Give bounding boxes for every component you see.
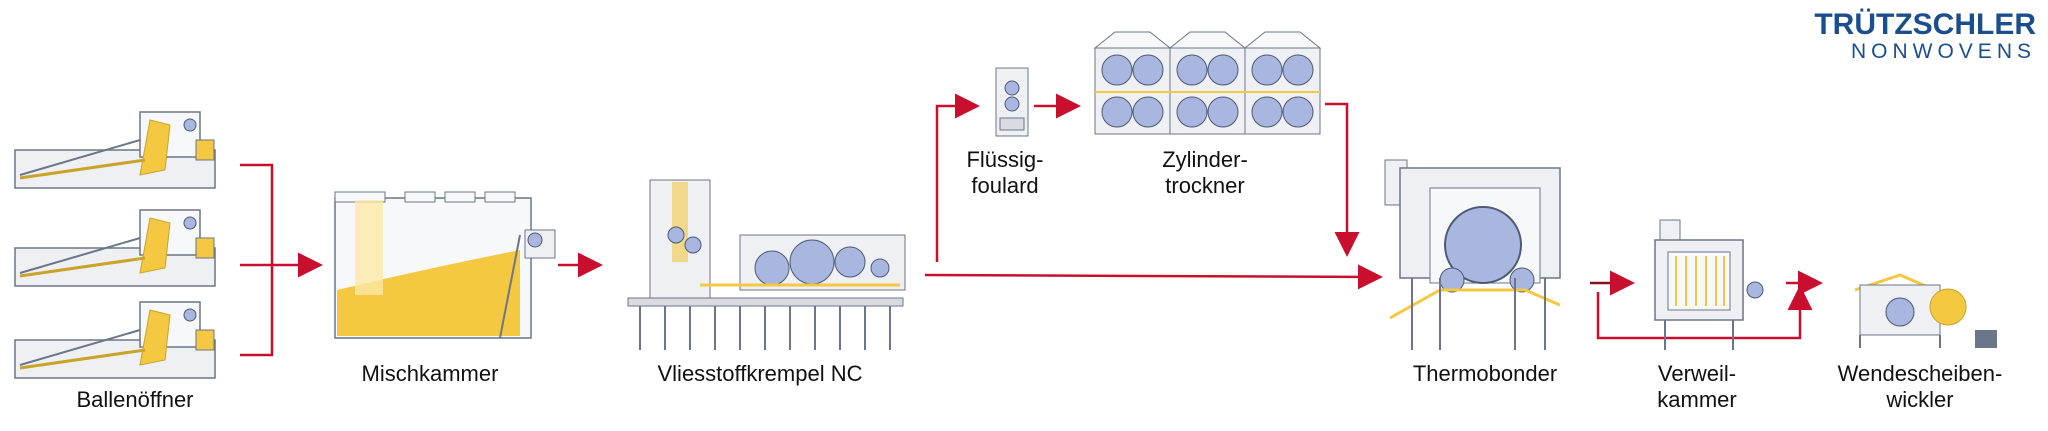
label-mischkammer: Mischkammer xyxy=(361,361,499,386)
flow-arrow-dryer-to-thermobonder xyxy=(1325,102,1360,257)
label-verweilkammer-line2: kammer xyxy=(1657,387,1737,412)
label-zylindertrockner-line2: trockner xyxy=(1165,173,1245,198)
logo-brand: TRÜTZSCHLER xyxy=(1814,8,2036,41)
label-fluessigfoulard: Flüssig- foulard xyxy=(950,147,1060,199)
company-logo: TRÜTZSCHLER NONWOVENS xyxy=(1814,8,2036,64)
label-fluessigfoulard-line1: Flüssig- xyxy=(966,147,1044,172)
nonwoven-card xyxy=(627,179,906,350)
flow-arrow-card-to-thermobonder xyxy=(924,93,1383,290)
label-zylindertrockner: Zylinder- trockner xyxy=(1130,147,1280,199)
label-wendescheibenwickler-line2: wickler xyxy=(1886,387,1954,412)
label-zylindertrockner-line1: Zylinder- xyxy=(1162,147,1248,172)
cylinder-dryer xyxy=(1093,31,1322,135)
dwell-chamber xyxy=(1654,219,1764,350)
bale-opener-bottom xyxy=(14,301,216,379)
flow-arrow-openers-to-mixer xyxy=(240,163,323,357)
turret-winder xyxy=(1854,273,1997,348)
label-thermobonder: Thermobonder xyxy=(1412,361,1558,386)
liquid-padder xyxy=(995,67,1029,137)
label-ballenoeffner: Ballenöffner xyxy=(76,387,194,412)
label-wendescheibenwickler-line1: Wendescheiben- xyxy=(1837,361,2003,386)
label-verweilkammer: Verweil- kammer xyxy=(1632,361,1762,413)
logo-subline: NONWOVENS xyxy=(1850,40,2036,63)
label-fluessigfoulard-line2: foulard xyxy=(971,173,1039,198)
label-verweilkammer-line1: Verweil- xyxy=(1657,361,1737,386)
mixing-chamber xyxy=(334,191,556,339)
label-wendescheibenwickler: Wendescheiben- wickler xyxy=(1820,361,2020,413)
thermobonder xyxy=(1384,159,1561,350)
flow-arrow-bypass-to-winder xyxy=(1596,285,1813,340)
bale-opener-top xyxy=(14,111,216,189)
label-vliesstoffkrempel: Vliesstoffkrempel NC xyxy=(657,361,863,386)
bale-opener-middle xyxy=(14,209,216,287)
